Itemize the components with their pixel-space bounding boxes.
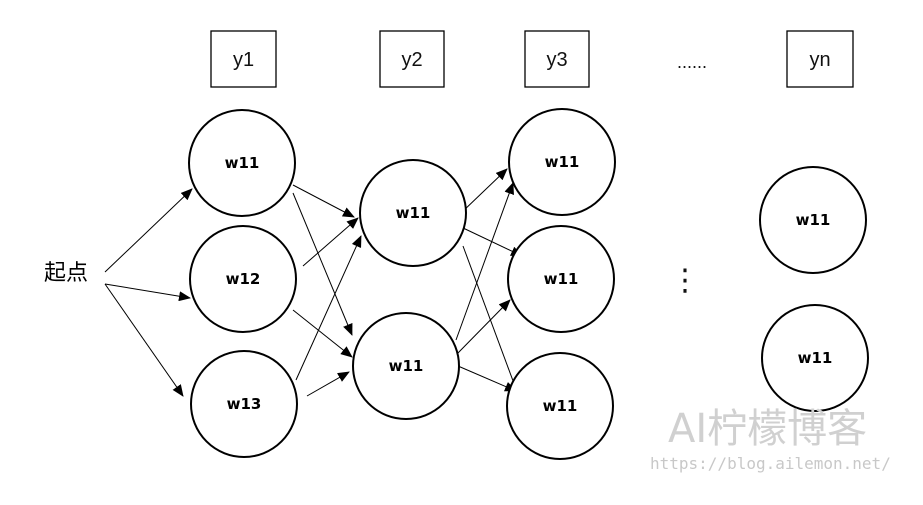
edge-arrow bbox=[104, 188, 193, 273]
edges bbox=[104, 168, 523, 398]
edge-arrow bbox=[292, 192, 353, 336]
output-box-yn: yn bbox=[786, 30, 854, 88]
watermark: AI柠檬博客 https://blog.ailemon.net/ bbox=[650, 406, 891, 473]
edge-arrow bbox=[302, 217, 359, 267]
output-box-y2: y2 bbox=[379, 30, 445, 88]
output-label: yn bbox=[809, 49, 830, 71]
node-w11-col3-top: w11 bbox=[508, 108, 616, 216]
output-ellipsis: ...... bbox=[677, 52, 707, 72]
output-box-y1: y1 bbox=[210, 30, 277, 88]
node-label: w11 bbox=[545, 153, 580, 171]
edge-arrow bbox=[104, 283, 191, 302]
edge-arrow bbox=[455, 182, 514, 341]
edge-arrow bbox=[457, 365, 517, 392]
node-w11-col3-bottom: w11 bbox=[506, 352, 614, 460]
watermark-url: https://blog.ailemon.net/ bbox=[650, 454, 891, 473]
node-w11-coln-top: w11 bbox=[759, 166, 867, 274]
output-box-y3: y3 bbox=[524, 30, 590, 88]
edge-arrow bbox=[104, 283, 184, 397]
node-label: w11 bbox=[389, 357, 424, 375]
node-label: w11 bbox=[798, 349, 833, 367]
vertical-ellipsis: ⋮ bbox=[670, 264, 700, 297]
node-w11-col2-top: w11 bbox=[359, 159, 467, 267]
node-w11-coln-bottom: w11 bbox=[761, 304, 869, 412]
edge-arrow bbox=[306, 371, 350, 397]
edge-arrow bbox=[292, 309, 353, 358]
edge-arrow bbox=[292, 184, 355, 218]
node-w12-col1: w12 bbox=[189, 225, 297, 333]
edge-arrow bbox=[460, 168, 508, 214]
node-label: w13 bbox=[227, 395, 262, 413]
node-label: w11 bbox=[396, 204, 431, 222]
output-label: y1 bbox=[233, 49, 254, 71]
watermark-title: AI柠檬博客 bbox=[668, 406, 867, 452]
edge-arrow bbox=[455, 299, 511, 356]
node-label: w11 bbox=[225, 154, 260, 172]
edge-arrow bbox=[462, 245, 520, 398]
node-w11-col2-bottom: w11 bbox=[352, 312, 460, 420]
node-w11-col3-mid: w11 bbox=[507, 225, 615, 333]
output-label: y2 bbox=[401, 49, 422, 71]
start-label: 起点 bbox=[44, 261, 88, 286]
node-w11-col1: w11 bbox=[188, 109, 296, 217]
edge-arrow bbox=[295, 235, 362, 381]
node-label: w11 bbox=[796, 211, 831, 229]
node-label: w12 bbox=[226, 270, 261, 288]
output-label: y3 bbox=[546, 49, 567, 71]
node-w13-col1: w13 bbox=[190, 350, 298, 458]
node-label: w11 bbox=[543, 397, 578, 415]
node-label: w11 bbox=[544, 270, 579, 288]
